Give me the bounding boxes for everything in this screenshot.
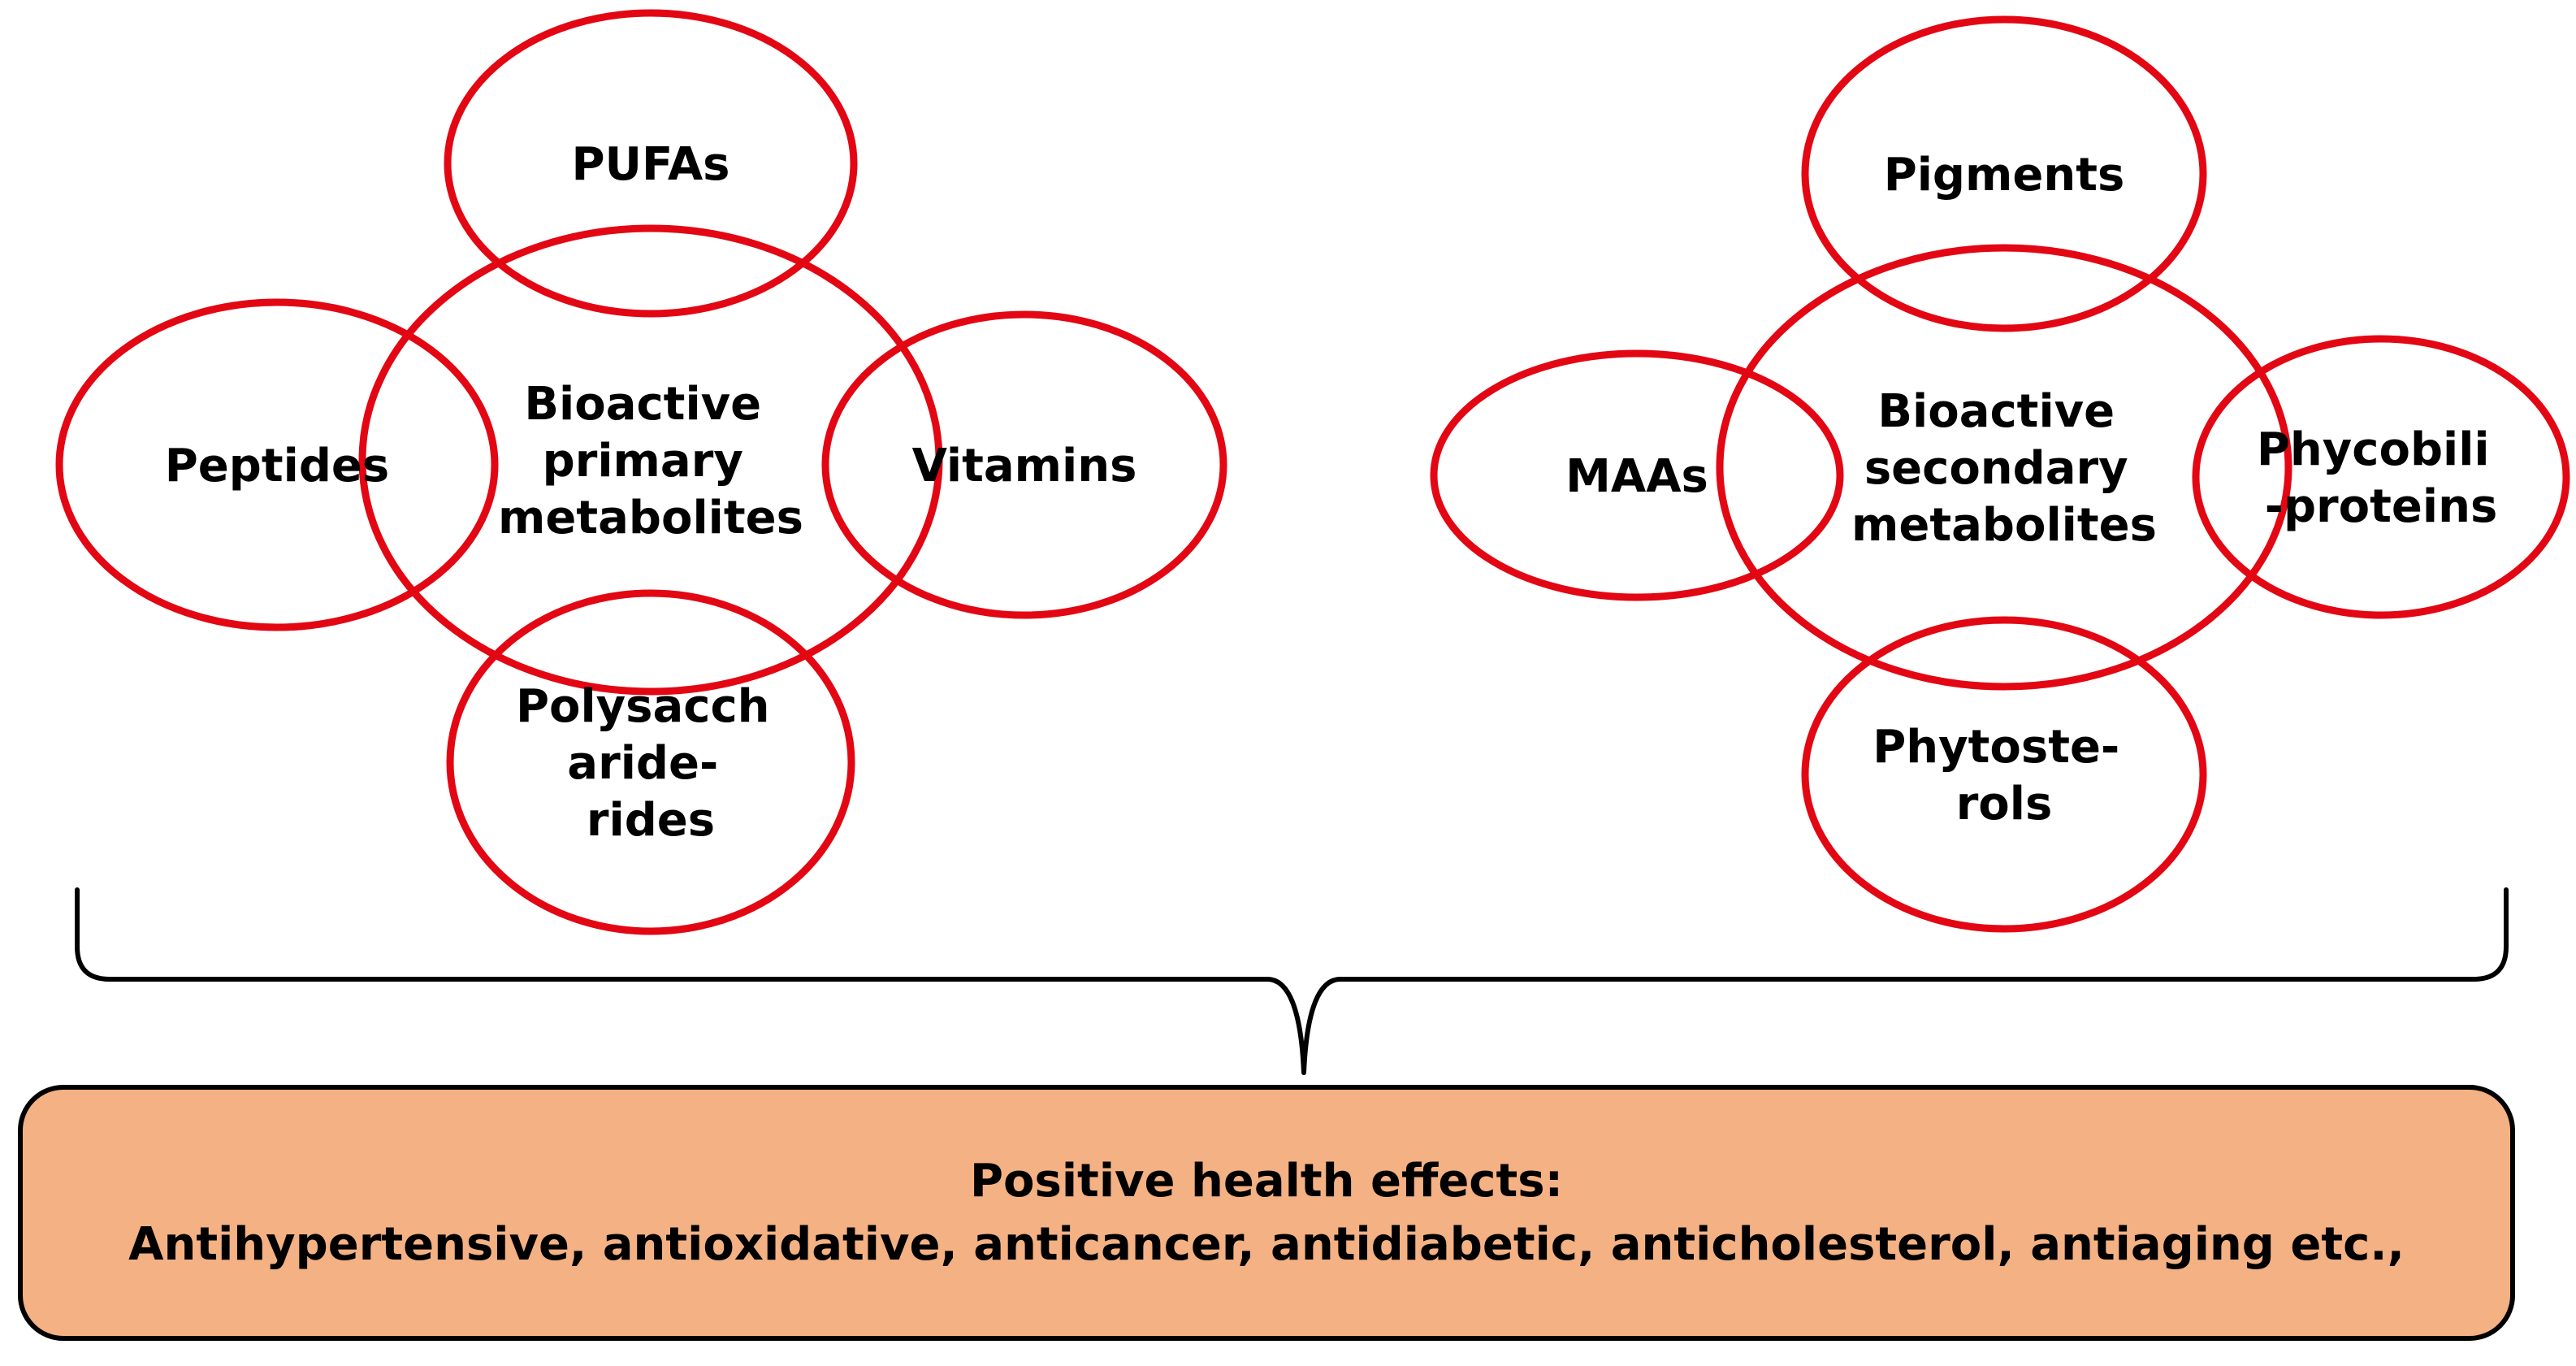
- label-phycobiliproteins-line-1: Phycobili: [2257, 423, 2490, 476]
- label-polysaccharides-line-3: rides: [587, 794, 715, 847]
- label-secondary-center-line-1: Bioactive: [1877, 385, 2115, 438]
- label-pufas-line: PUFAs: [571, 138, 730, 191]
- ring-phytosterols: [1801, 616, 2207, 933]
- ring-vitamins: [821, 310, 1227, 619]
- label-secondary-center-line-3: metabolites: [1851, 499, 2157, 552]
- label-pigments: Pigments: [1884, 149, 2125, 202]
- ring-primary-center: [358, 224, 943, 696]
- health-effects-list: Antihypertensive, antioxidative, antican…: [128, 1217, 2405, 1271]
- primary-metabolites-group: [55, 9, 1227, 935]
- ring-phycobiliproteins: [2192, 335, 2570, 619]
- label-primary-center-line-1: Bioactive: [524, 378, 761, 431]
- label-maas: MAAs: [1565, 450, 1708, 503]
- label-primary-center-line-2: primary: [543, 435, 743, 488]
- label-secondary-center: Bioactive secondary metabolites: [1851, 385, 2157, 552]
- ring-peptides: [55, 298, 499, 631]
- label-polysaccharides: Polysacch aride- rides: [516, 680, 786, 847]
- label-primary-center: Bioactive primary metabolites: [498, 378, 803, 544]
- health-effects-title: Positive health effects:: [970, 1154, 1563, 1208]
- label-pigments-line: Pigments: [1884, 149, 2125, 202]
- ring-polysaccharides: [446, 589, 855, 935]
- label-phytosterols-line-1: Phytoste-: [1872, 721, 2119, 774]
- ring-pigments: [1801, 15, 2207, 332]
- label-vitamins: Vitamins: [912, 440, 1137, 492]
- ring-secondary-center: [1716, 244, 2292, 691]
- ring-maas: [1430, 349, 1844, 601]
- label-secondary-center-line-2: secondary: [1864, 442, 2128, 495]
- label-phytosterols: Phytoste- rols: [1872, 721, 2135, 830]
- label-polysaccharides-line-2: aride-: [567, 737, 718, 790]
- health-effects-box: Positive health effects: Antihypertensiv…: [18, 1085, 2515, 1341]
- label-phycobiliproteins-line-2: -proteins: [2265, 480, 2498, 533]
- label-vitamins-line: Vitamins: [912, 440, 1137, 492]
- label-peptides: Peptides: [165, 440, 389, 492]
- label-pufas: PUFAs: [571, 138, 730, 191]
- label-phytosterols-line-2: rols: [1956, 778, 2053, 830]
- label-primary-center-line-3: metabolites: [498, 492, 803, 544]
- secondary-metabolites-group: [1430, 15, 2570, 933]
- label-peptides-line: Peptides: [165, 440, 389, 492]
- ring-pufas: [444, 9, 858, 318]
- label-phycobiliproteins: Phycobili -proteins: [2257, 423, 2505, 533]
- label-maas-line: MAAs: [1565, 450, 1708, 503]
- grouping-brace: [75, 887, 2509, 1075]
- label-polysaccharides-line-1: Polysacch: [516, 680, 770, 733]
